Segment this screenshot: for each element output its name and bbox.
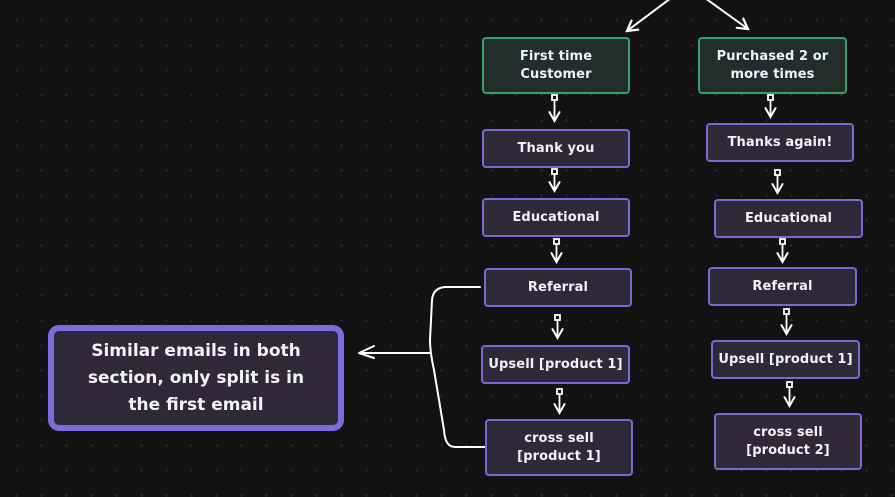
segment-first-time-customer[interactable]: First time Customer [482,37,630,94]
segment-repeat-customer[interactable]: Purchased 2 or more times [698,37,847,94]
left-connectors [548,94,566,416]
step-cross-sell[interactable]: cross sell [product 2] [714,413,862,470]
step-cross-sell[interactable]: cross sell [product 1] [485,419,633,476]
connector[interactable] [551,314,564,341]
step-referral[interactable]: Referral [484,268,632,307]
connector[interactable] [783,381,796,409]
connector[interactable] [548,94,561,124]
step-educational[interactable]: Educational [714,199,863,238]
connector[interactable] [553,388,566,416]
step-thanks-again[interactable]: Thanks again! [706,123,854,162]
right-connectors [764,94,796,409]
bracket-line[interactable] [429,286,486,448]
step-educational[interactable]: Educational [482,198,630,237]
split-arrow-left[interactable] [625,0,671,33]
step-referral[interactable]: Referral [708,267,857,306]
annotation-note[interactable]: Similar emails in both section, only spl… [48,325,344,431]
connector[interactable] [780,308,793,337]
step-upsell[interactable]: Upsell [product 1] [481,345,630,384]
step-upsell[interactable]: Upsell [product 1] [711,340,860,379]
connector[interactable] [548,168,561,194]
connector[interactable] [771,169,784,196]
connector[interactable] [550,238,563,265]
arrow-head-icon [358,345,375,359]
connector[interactable] [764,94,777,120]
step-thank-you[interactable]: Thank you [482,129,630,168]
connector[interactable] [776,238,789,265]
split-arrow-right[interactable] [705,0,750,31]
